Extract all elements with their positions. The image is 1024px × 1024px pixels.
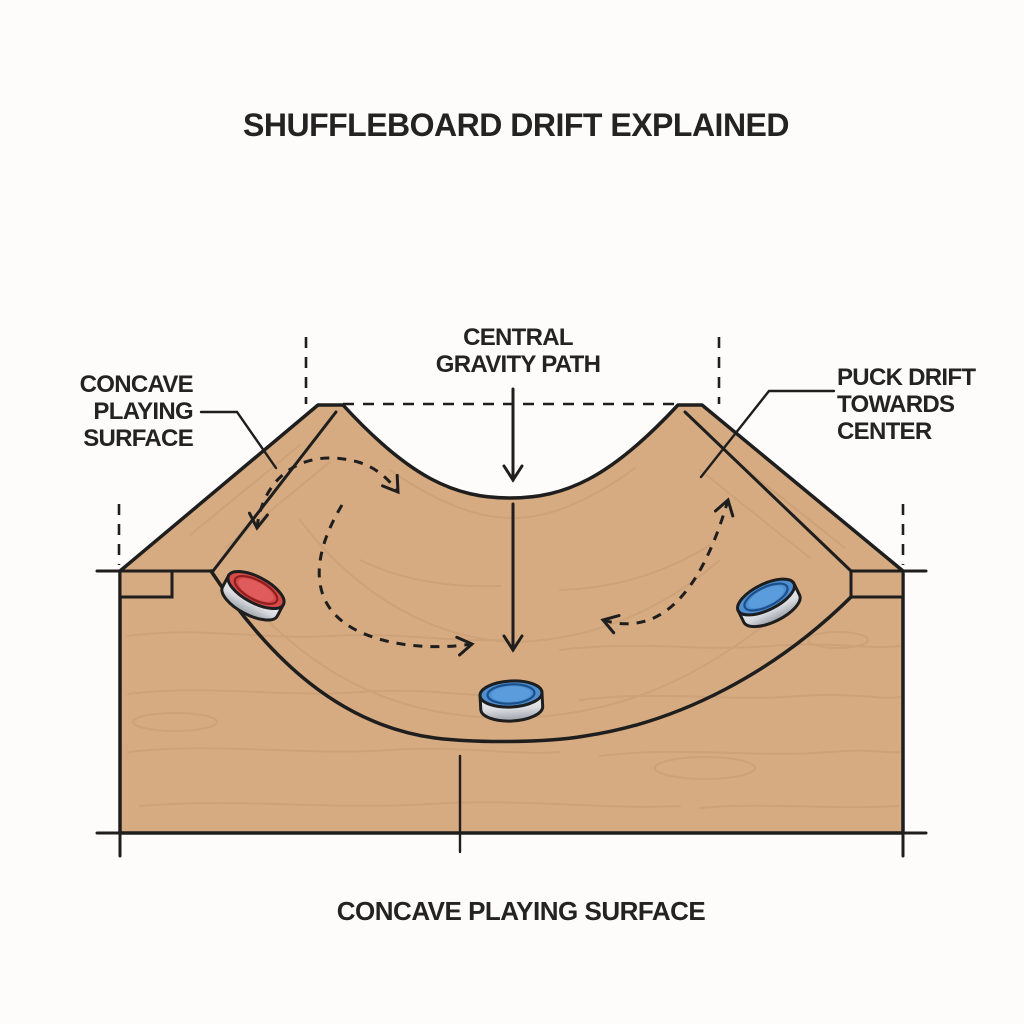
puck-ring	[233, 574, 279, 606]
puck-top-inner	[748, 585, 784, 609]
drift-arrows	[248, 456, 735, 657]
datum-lines	[95, 337, 928, 858]
leader-line-left	[199, 410, 278, 470]
label-line: CENTRAL	[463, 324, 573, 351]
leader-line-right	[699, 389, 836, 479]
drift-arc-right	[600, 497, 735, 635]
diagram-title: SHUFFLEBOARD DRIFT EXPLAINED	[243, 107, 789, 143]
label-concave-surface-bottom: CONCAVE PLAYING SURFACE	[337, 896, 706, 926]
label-line: CONCAVE	[80, 371, 194, 398]
drift-arc-left-inner	[317, 504, 475, 657]
drift-arc-left-upper	[248, 456, 400, 531]
puck-ring	[486, 683, 536, 705]
blue-puck-center	[478, 679, 545, 723]
blue-puck-right	[736, 577, 802, 629]
label-concave-surface-left: CONCAVE PLAYING SURFACE	[80, 371, 195, 452]
red-puck-left	[220, 569, 286, 622]
label-line: PUCK DRIFT	[837, 364, 976, 391]
puck-ring	[743, 582, 789, 612]
puck-top-inner	[491, 686, 531, 702]
puck-top-inner	[238, 578, 274, 602]
right-corner-notch	[849, 569, 905, 599]
label-line: SURFACE	[83, 425, 193, 452]
leader-lines	[199, 389, 836, 854]
concave-front-edge	[209, 569, 853, 744]
label-line: TOWARDS	[837, 391, 955, 418]
left-corner-notch	[118, 569, 174, 599]
label-central-gravity-path: CENTRAL GRAVITY PATH	[436, 324, 601, 378]
label-line: CENTER	[837, 418, 932, 445]
label-line: GRAVITY PATH	[436, 351, 601, 378]
label-line: PLAYING	[93, 398, 193, 425]
label-puck-drift-towards-center: PUCK DRIFT TOWARDS CENTER	[837, 364, 977, 445]
bevel-edge-right	[683, 410, 853, 573]
